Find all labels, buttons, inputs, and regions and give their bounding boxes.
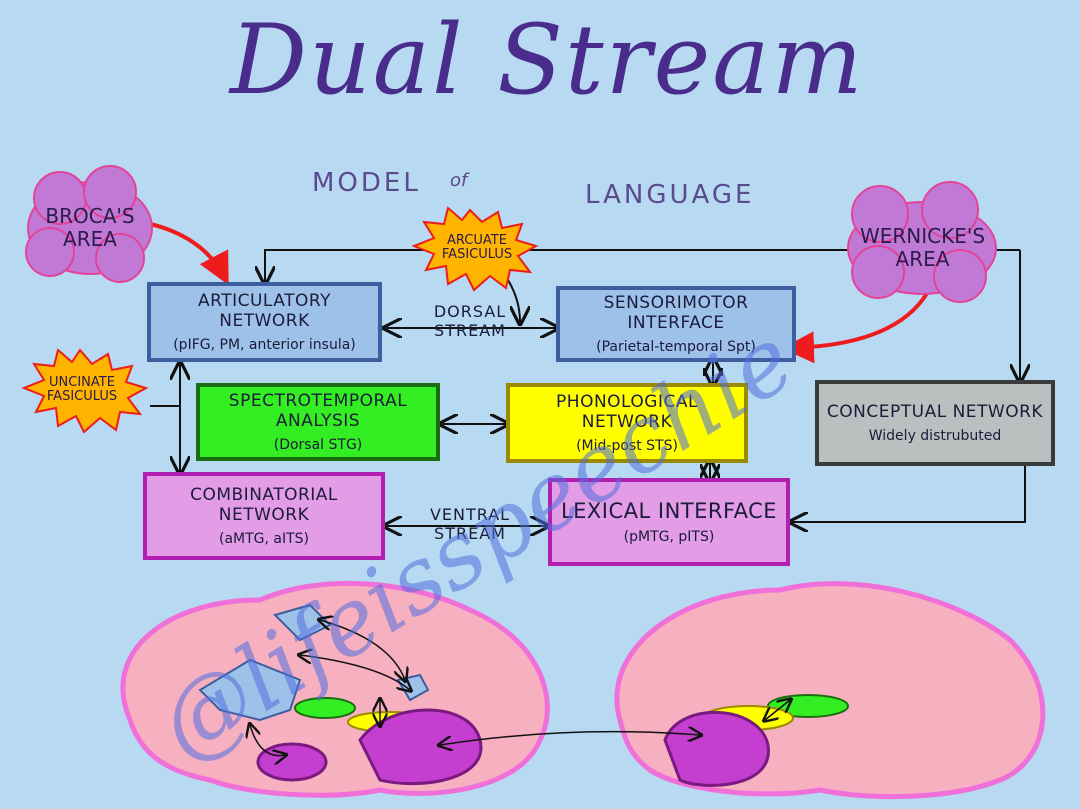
articulatory-network-title: Articulatory Network <box>198 291 331 331</box>
subtitle-language: LANGUAGE <box>585 180 755 210</box>
subtitle-of: of <box>450 170 468 191</box>
conceptual-network-box: Conceptual Network Widely distrubuted <box>815 380 1055 466</box>
spectrotemporal-analysis-box: Spectrotemporal Analysis (Dorsal STG) <box>196 383 440 461</box>
sensorimotor-interface-sub: (Parietal-temporal Spt) <box>596 339 756 355</box>
left-brain-broca-region <box>198 658 302 722</box>
page-title: Dual Stream <box>230 4 865 116</box>
combinatorial-network-box: Combinatorial Network (aMTG, aITS) <box>143 472 385 560</box>
brain-arrows <box>250 620 790 756</box>
combinatorial-network-title: Combinatorial Network <box>190 485 338 525</box>
phonological-network-sub: (Mid-post STS) <box>576 438 678 454</box>
sensorimotor-interface-title: Sensorimotor Interface <box>603 293 749 333</box>
wernicke-area-label: WERNICKE'S AREA <box>859 224 986 271</box>
dorsal-stream-label: DORSAL STREAM <box>433 302 507 341</box>
arcuate-burst <box>411 206 539 292</box>
lexical-interface-title: Lexical Interface <box>560 499 778 523</box>
uncinate-fasiculus-label: UNCINATE FASICULUS <box>46 375 118 404</box>
sensorimotor-interface-box: Sensorimotor Interface (Parietal-tempora… <box>556 286 796 362</box>
phonological-network-title: Phonological Network <box>556 392 698 432</box>
broca-cloud <box>25 165 153 283</box>
arrow-top-to-articulatory <box>265 249 1020 282</box>
ventral-stream-label: VENTRAL STREAM <box>429 505 511 544</box>
combinatorial-network-sub: (aMTG, aITS) <box>218 531 310 547</box>
right-brain <box>614 581 1046 800</box>
arcuate-fasiculus-label: ARCUATE FASICULUS <box>441 233 513 262</box>
conceptual-network-title: Conceptual Network <box>826 402 1044 422</box>
articulatory-network-box: Articulatory Network (pIFG, PM, anterior… <box>147 282 382 362</box>
lexical-interface-sub: (pMTG, pITS) <box>623 529 715 545</box>
broca-area-label: BROCA'S AREA <box>45 204 135 251</box>
arrow-lexical-conceptual <box>792 450 1025 522</box>
spectrotemporal-analysis-title: Spectrotemporal Analysis <box>228 391 408 431</box>
subtitle-model: MODEL <box>312 168 421 198</box>
articulatory-network-sub: (pIFG, PM, anterior insula) <box>173 337 356 353</box>
phonological-network-box: Phonological Network (Mid-post STS) <box>506 383 748 463</box>
red-arrow-wernicke <box>782 287 932 364</box>
spectrotemporal-analysis-sub: (Dorsal STG) <box>273 437 363 453</box>
conceptual-network-sub: Widely distrubuted <box>868 428 1002 444</box>
wernicke-cloud <box>847 181 997 303</box>
uncinate-burst <box>21 348 149 434</box>
black-arrows <box>150 249 1025 526</box>
lexical-interface-box: Lexical Interface (pMTG, pITS) <box>548 478 790 566</box>
